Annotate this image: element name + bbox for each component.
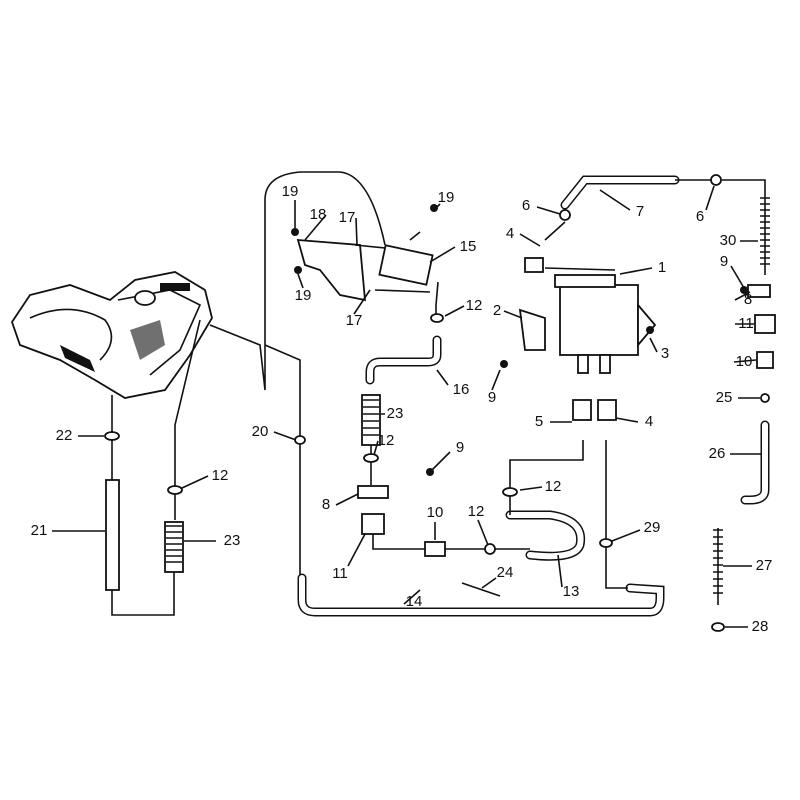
part-10 — [424, 541, 446, 557]
callout-label: 4 — [506, 225, 514, 242]
callout-label: 19 — [282, 183, 299, 200]
callout-label: 1 — [658, 259, 666, 276]
callout-label: 5 — [535, 413, 543, 430]
callout-label: 30 — [720, 232, 737, 249]
tank-hoses — [105, 171, 386, 616]
callout-label: 24 — [497, 564, 514, 581]
callout-label: 23 — [387, 405, 404, 422]
callout-label: 17 — [339, 209, 356, 226]
callout-label: 28 — [752, 618, 769, 635]
callout-label: 26 — [709, 445, 726, 462]
callout-label: 14 — [406, 593, 423, 610]
fuel-pump-assembly — [518, 257, 657, 421]
callout-label: 8 — [322, 496, 330, 513]
callout-label: 22 — [56, 427, 73, 444]
hose-21 — [105, 479, 120, 591]
callout-label: 20 — [252, 423, 269, 440]
callout-label: 12 — [466, 297, 483, 314]
callout-label: 10 — [427, 504, 444, 521]
callout-label: 8 — [744, 291, 752, 308]
leader-lines — [52, 185, 762, 628]
callout-label: 27 — [756, 557, 773, 574]
callout-label: 11 — [332, 565, 348, 582]
callout-label: 29 — [644, 519, 661, 536]
callout-label: 23 — [224, 532, 241, 549]
callout-label: 25 — [716, 389, 733, 406]
hose-23-left — [164, 521, 184, 573]
callout-label: 12 — [545, 478, 562, 495]
callout-label: 19 — [295, 287, 312, 304]
callout-label: 12 — [468, 503, 485, 520]
callout-label: 4 — [645, 413, 653, 430]
part-11 — [361, 513, 385, 535]
callout-label: 10 — [736, 353, 753, 370]
callout-label: 16 — [453, 381, 470, 398]
callout-label: 2 — [493, 302, 501, 319]
filter-bracket-assembly — [296, 231, 444, 323]
callout-label: 15 — [460, 238, 477, 255]
callout-label: 18 — [310, 206, 327, 223]
callout-label: 17 — [346, 312, 363, 329]
part-8 — [357, 485, 389, 499]
callout-label: 19 — [438, 189, 455, 206]
callout-label: 6 — [696, 208, 704, 225]
callout-label: 13 — [563, 583, 580, 600]
callout-label: 9 — [720, 253, 728, 270]
callout-label: 9 — [456, 439, 464, 456]
callout-label: 6 — [522, 197, 530, 214]
callout-label: 11 — [738, 315, 754, 332]
callout-label: 21 — [31, 522, 48, 539]
fuel-tank — [11, 271, 213, 399]
callout-label: 7 — [636, 203, 644, 220]
callout-label: 12 — [378, 432, 395, 449]
clamps — [104, 204, 748, 555]
callout-label: 3 — [661, 345, 669, 362]
callout-label: 9 — [488, 389, 496, 406]
callout-label: 12 — [212, 467, 229, 484]
